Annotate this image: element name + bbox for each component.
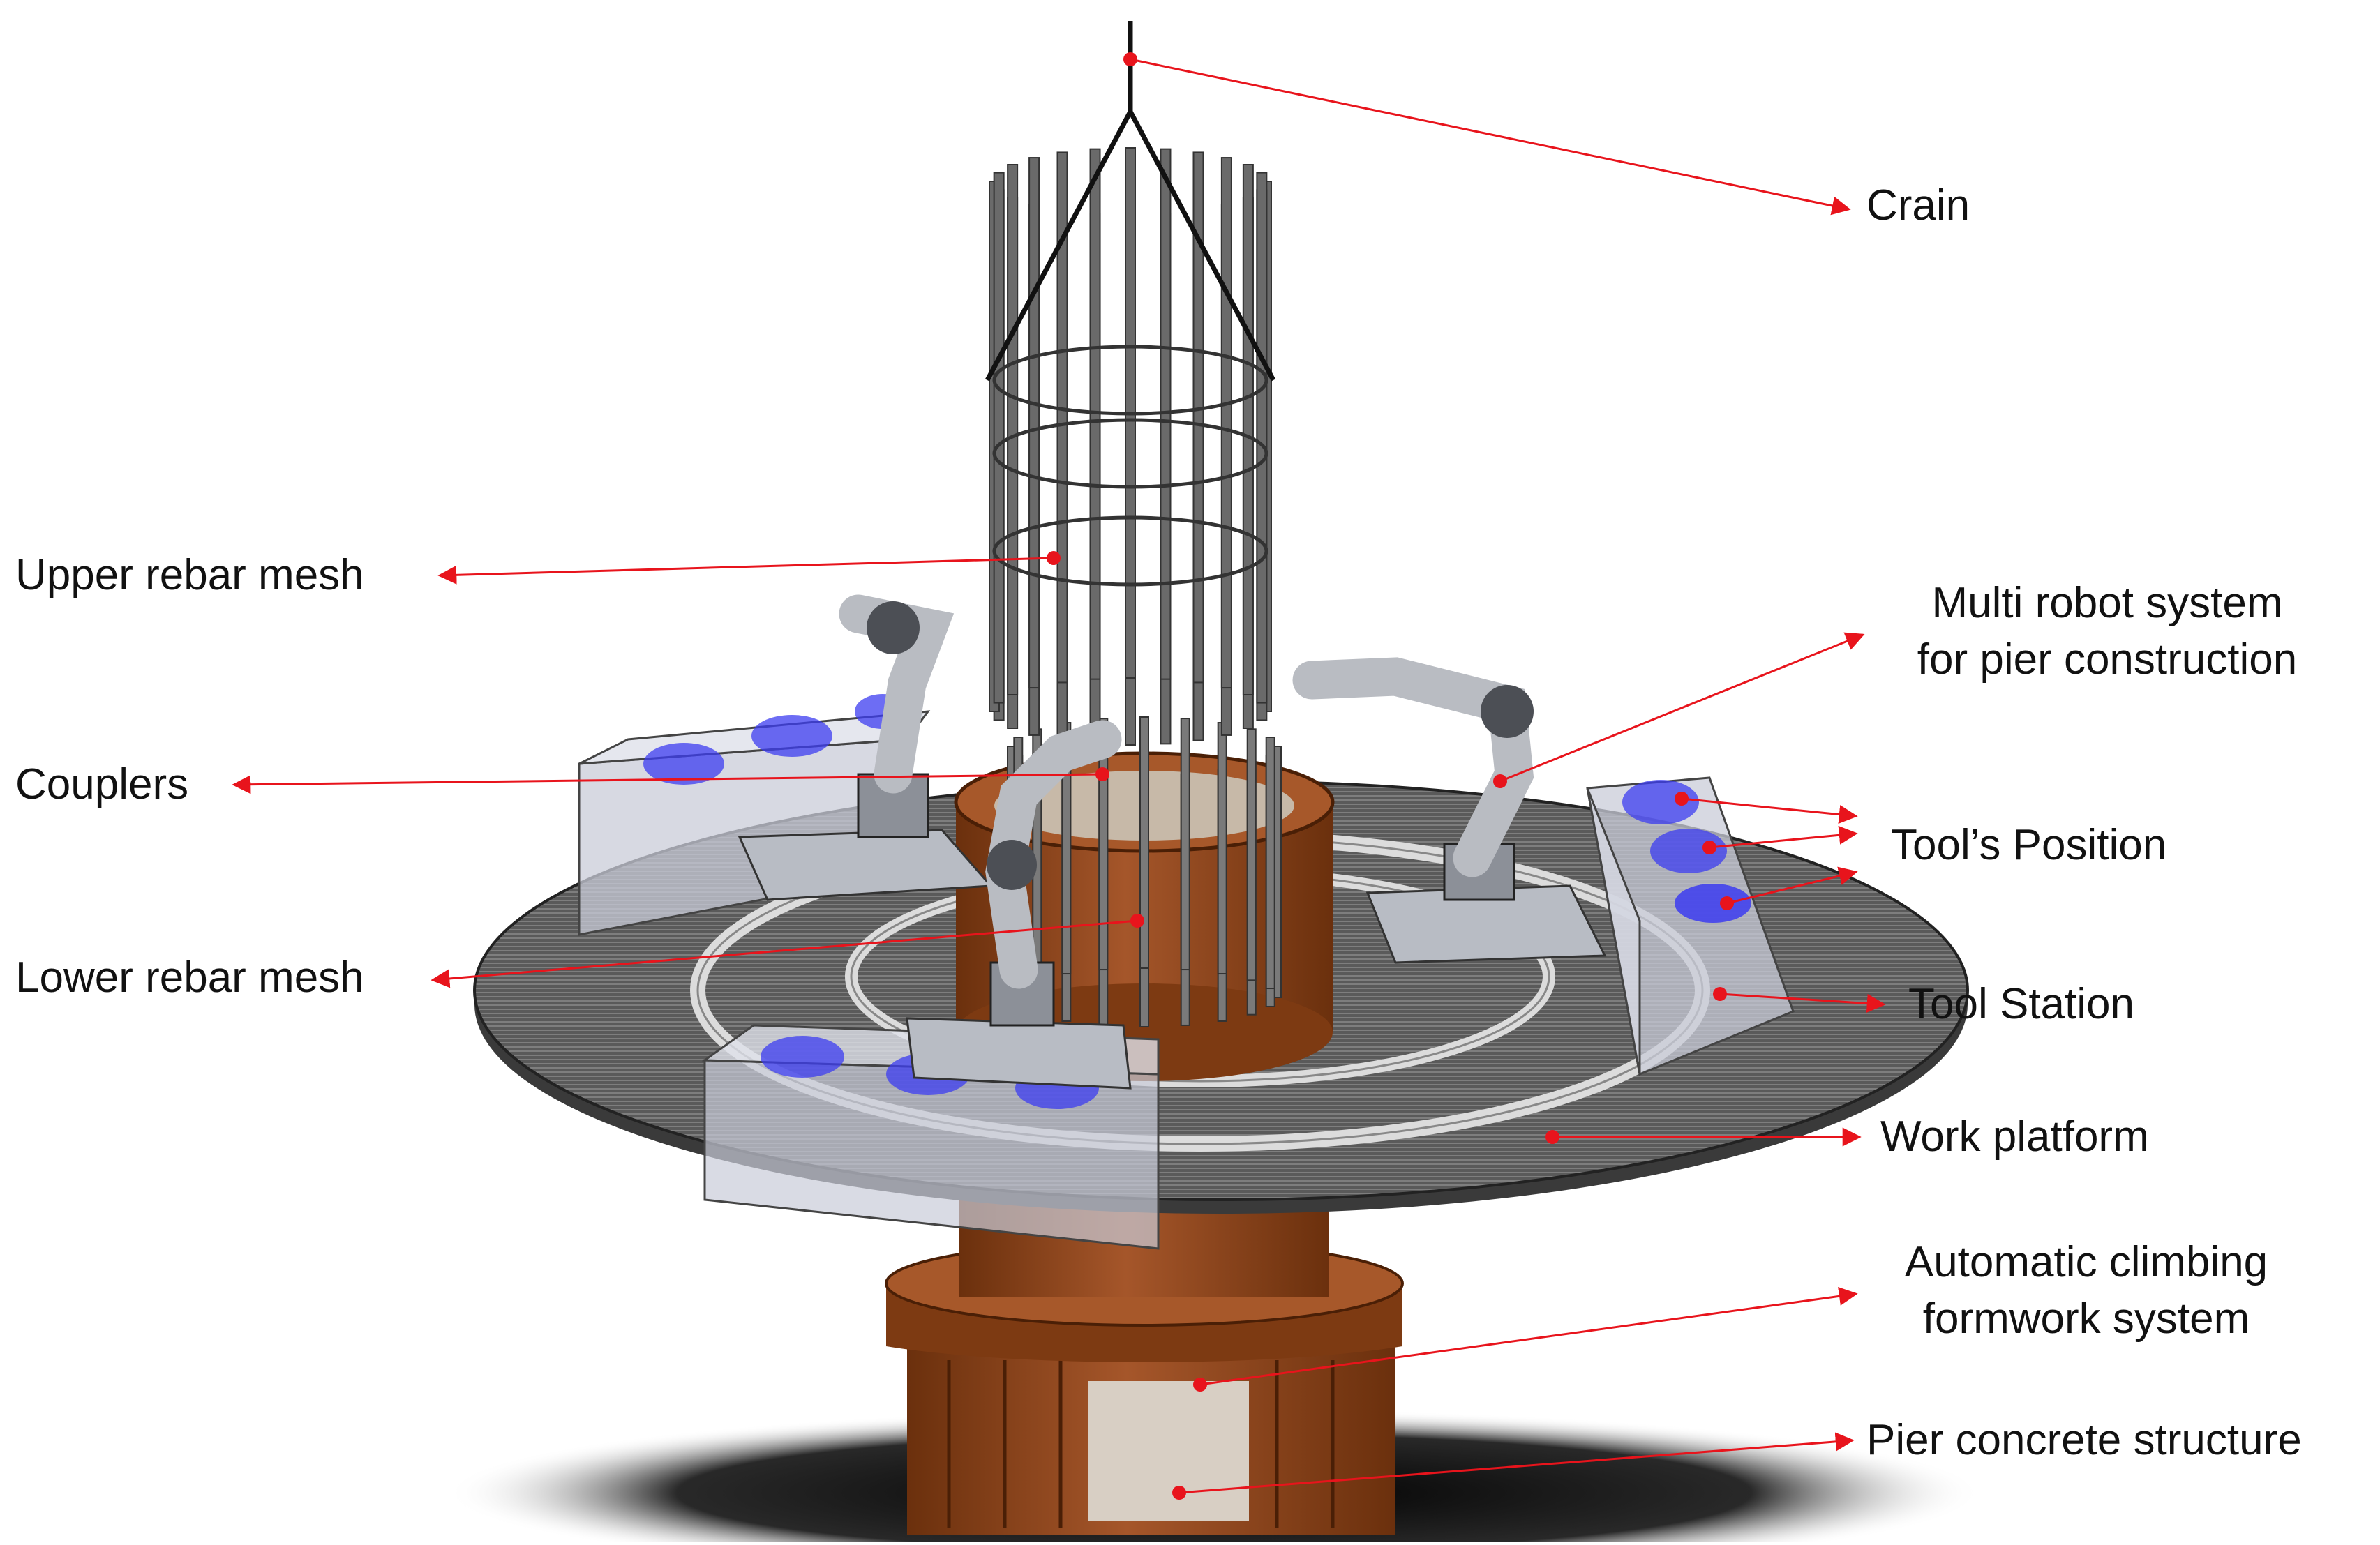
lower-rebar — [1217, 722, 1227, 975]
leader-pier-concrete — [1178, 1432, 1855, 1494]
label-multi-robot-line2: for pier construction — [1917, 635, 2298, 684]
label-climbing-line2: formwork system — [1922, 1294, 2250, 1343]
leader-tool-position-3-dot — [1720, 896, 1734, 910]
leader-multi-robot-dot — [1493, 774, 1507, 788]
leader-upper-rebar-mesh-dot — [1047, 551, 1061, 565]
leader-climbing-formwork-dot — [1193, 1378, 1207, 1392]
leader-tool-position-2-dot — [1702, 841, 1716, 854]
tool-station-right — [1586, 776, 1795, 1076]
upper-rebar — [1242, 164, 1254, 695]
leader-tool-position-1-dot — [1675, 792, 1689, 806]
leader-couplers-dot — [1095, 767, 1109, 781]
label-lower-rebar-mesh: Lower rebar mesh — [15, 954, 364, 1002]
robot-left — [738, 594, 994, 901]
leader-tool-position-2 — [1709, 825, 1858, 849]
upper-rebar — [993, 172, 1005, 704]
leader-crain — [1130, 58, 1851, 216]
label-crain: Crain — [1866, 181, 1970, 229]
label-pier-concrete: Pier concrete structure — [1866, 1416, 2302, 1464]
label-multi-robot-system: Multi robot system for pier construction — [1870, 575, 2344, 688]
leader-lines — [232, 52, 1886, 1500]
upper-rebar — [1256, 172, 1268, 704]
upper-rebar-rings — [992, 345, 1268, 587]
robot-right — [1292, 657, 1607, 964]
leader-lower-rebar-mesh — [431, 919, 1138, 988]
leader-crain-dot — [1123, 52, 1137, 66]
lower-rebar — [1265, 737, 1275, 990]
label-tools-position: Tool’s Position — [1891, 821, 2167, 869]
upper-rebar — [1007, 164, 1019, 695]
leader-tool-station — [1719, 993, 1886, 1013]
leader-pier-concrete-dot — [1172, 1486, 1186, 1500]
leader-work-platform-dot — [1545, 1130, 1559, 1144]
label-climbing-formwork: Automatic climbing formwork system — [1842, 1235, 2330, 1347]
leader-tool-position-3 — [1726, 866, 1858, 905]
lower-rebar — [1246, 728, 1257, 981]
leader-multi-robot — [1499, 632, 1865, 783]
upper-rebar — [1056, 151, 1068, 684]
lower-rebar — [1139, 716, 1149, 969]
leader-lower-rebar-mesh-dot — [1130, 914, 1144, 928]
leader-tool-station-dot — [1713, 987, 1727, 1001]
upper-rebar-mesh — [989, 147, 1272, 746]
leader-climbing-formwork — [1199, 1286, 1858, 1386]
lower-rebar — [1098, 718, 1109, 971]
pier-concrete-structure — [907, 1346, 1395, 1535]
label-upper-rebar-mesh: Upper rebar mesh — [15, 551, 364, 599]
upper-rebar — [1192, 151, 1204, 684]
robot-front — [906, 720, 1132, 1090]
label-climbing-line1: Automatic climbing — [1904, 1238, 2268, 1286]
upper-rebar — [1220, 157, 1232, 689]
upper-rebar — [1028, 157, 1040, 689]
leader-upper-rebar-mesh — [437, 557, 1054, 585]
leader-tool-position-1 — [1681, 797, 1858, 824]
label-work-platform: Work platform — [1880, 1113, 2149, 1161]
label-couplers: Couplers — [15, 760, 189, 808]
label-tool-station: Tool Station — [1908, 980, 2134, 1028]
label-multi-robot-line1: Multi robot system — [1931, 579, 2283, 627]
leader-couplers — [232, 773, 1103, 794]
lower-rebar — [1180, 718, 1190, 971]
